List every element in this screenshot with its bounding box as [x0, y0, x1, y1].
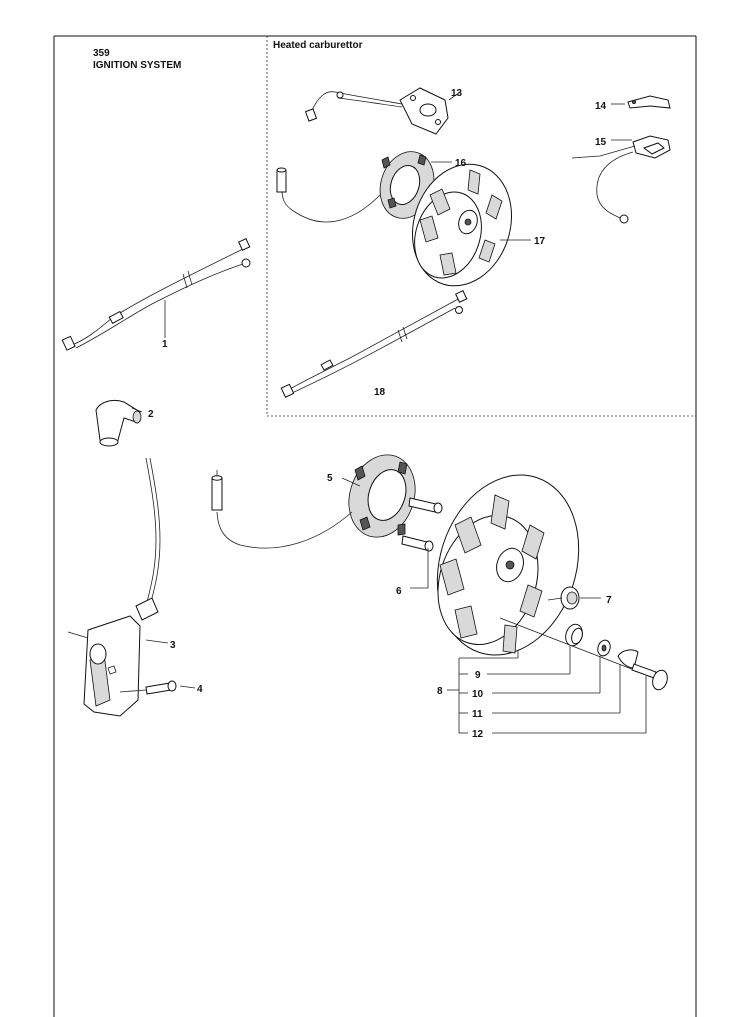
inset-title: Heated carburettor [273, 40, 363, 51]
callout-15: 15 [595, 137, 607, 148]
callout-4: 4 [197, 684, 203, 695]
callout-9: 9 [475, 670, 481, 681]
part-bracket [627, 95, 671, 109]
callout-14: 14 [595, 101, 607, 112]
part-screws-coil [401, 497, 443, 552]
part-generator-coil [211, 454, 416, 549]
part-heating-element [304, 87, 449, 135]
part-screw-module [119, 680, 177, 695]
callout-labels: 1 2 3 4 5 6 7 8 9 10 11 12 13 14 15 16 1… [148, 88, 612, 740]
callout-17: 17 [534, 236, 546, 247]
part-pawl-pin [631, 663, 668, 691]
callout-12: 12 [472, 729, 484, 740]
callout-8: 8 [437, 686, 443, 697]
callout-3: 3 [170, 640, 176, 651]
callout-5: 5 [327, 473, 333, 484]
callout-18: 18 [374, 387, 386, 398]
part-flywheel [436, 474, 580, 656]
part-short-circuit-cable [61, 238, 251, 351]
callout-7: 7 [606, 595, 612, 606]
part-spring [565, 623, 583, 647]
part-flywheel-inset [411, 163, 513, 287]
callout-2: 2 [148, 409, 154, 420]
leader-lines [131, 91, 647, 734]
callout-10: 10 [472, 689, 484, 700]
part-thermostat [571, 135, 671, 224]
ht-lead [145, 457, 157, 607]
inset-boundary [266, 36, 696, 417]
callout-1: 1 [162, 339, 168, 350]
part-spark-plug-cap [95, 399, 142, 447]
callout-11: 11 [472, 709, 483, 720]
page-frame [53, 35, 697, 1017]
part-flywheel-nut [547, 586, 580, 610]
callout-16: 16 [455, 158, 467, 169]
part-pawl [617, 649, 639, 669]
section-title: IGNITION SYSTEM [93, 60, 182, 71]
part-heating-wire [280, 290, 468, 398]
callout-13: 13 [451, 88, 463, 99]
callout-6: 6 [396, 586, 402, 597]
part-ignition-module [67, 597, 159, 717]
part-washer [597, 639, 611, 657]
model-number: 359 [93, 48, 110, 59]
